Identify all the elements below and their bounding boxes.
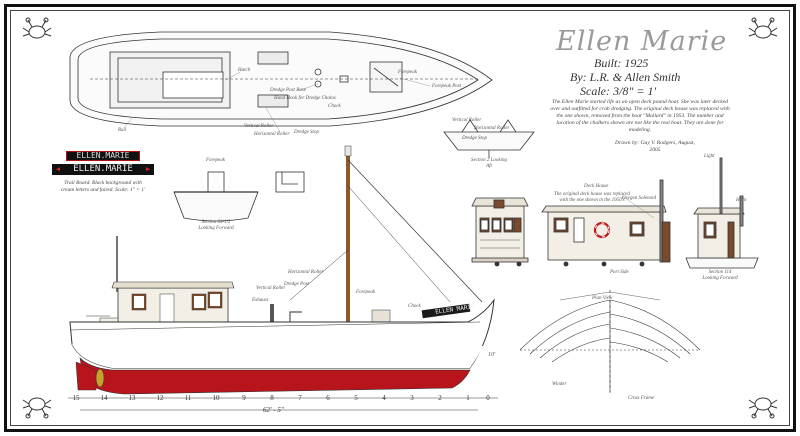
label-section-114: Section 114 Looking Forward — [702, 270, 738, 281]
label-vertical-roller-2: Vertical Roller — [452, 118, 482, 123]
plan-view — [69, 31, 493, 127]
station-label: 4 — [382, 394, 386, 402]
station-label: 3 — [410, 394, 414, 402]
label-horizontal-roller: Horizontal Roller — [254, 132, 290, 137]
crab-ornament-icon — [746, 388, 780, 422]
label-horn: Horn — [736, 198, 747, 203]
station-label: 15 — [72, 394, 80, 402]
draft-label: 10' — [488, 352, 496, 358]
profile-view — [69, 145, 495, 395]
label-dredge-stop-2: Dredge Stop — [462, 136, 487, 141]
built-date: Built: 1925 — [594, 56, 649, 70]
label-section-2: Section 2 Looking Aft — [470, 158, 508, 169]
station-label: 10 — [212, 394, 220, 402]
body-plan-view — [519, 290, 701, 395]
inner-border — [10, 10, 790, 426]
deck-house-side — [541, 179, 671, 267]
label-dredge-post: Dredge Post — [284, 282, 309, 287]
label-deck-house: Deck House — [584, 184, 609, 189]
plan-title: Ellen Marie — [556, 26, 728, 57]
station-numbers: 15 14 13 12 11 10 9 8 7 6 5 4 3 2 1 0 — [68, 394, 498, 414]
overall-length: 62' - 5" — [263, 406, 284, 414]
station-label: 7 — [298, 394, 302, 402]
label-hand-hook: Hand Hook for Dredge Chains — [274, 96, 336, 101]
label-horizontal-roller-3: Horizontal Roller — [288, 270, 324, 275]
section-2-view — [443, 119, 535, 158]
drawn-by: Drawn by: Guy V. Rodgers, August, 2005 — [615, 140, 695, 153]
station-label: 0 — [486, 394, 490, 402]
station-label: 8 — [270, 394, 274, 402]
label-forepeak-post: Forepeak Post — [432, 84, 462, 89]
section-64-view — [173, 171, 305, 222]
crab-ornament-icon — [20, 14, 54, 48]
chevron-right-icon: ▶ — [145, 165, 151, 173]
name-board-small: ELLEN.MARIE — [66, 151, 140, 161]
label-section-64: Section 64-1/2 Looking Forward — [198, 220, 234, 231]
label-dredge-post-base: Dredge Post Base — [270, 88, 306, 93]
label-port-side: Port Side — [610, 270, 629, 275]
label-hatch: Hatch — [238, 68, 251, 73]
label-forepeak-section: Forepeak — [206, 158, 225, 163]
drawing-scale: Scale: 3/8" = 1' — [580, 84, 657, 98]
crab-ornament-icon — [746, 14, 780, 48]
label-cross-frame: Cross Frame — [628, 396, 655, 401]
label-dredge-stop: Dredge Stop — [294, 130, 319, 135]
label-horizontal-roller-2: Horizontal Roller — [474, 126, 510, 131]
builders: By: L.R. & Allen Smith — [570, 70, 681, 84]
station-label: 2 — [438, 394, 442, 402]
chevron-left-icon: ◀ — [55, 165, 61, 173]
label-vertical-roller: Vertical Roller — [244, 124, 274, 129]
deck-house-front — [471, 197, 529, 267]
station-label: 14 — [100, 394, 108, 402]
station-label: 1 — [466, 394, 470, 402]
label-chock-2: Chock — [408, 304, 421, 309]
label-forepeak: Forepeak — [398, 70, 417, 75]
station-label: 11 — [184, 394, 192, 402]
station-label: 9 — [242, 394, 246, 402]
name-board-text: ELLEN.MARIE — [73, 164, 133, 174]
label-plan-view: Plan View — [592, 296, 613, 301]
station-scale — [68, 397, 498, 411]
crab-ornament-icon — [20, 388, 54, 422]
label-chock: Chock — [328, 104, 341, 109]
section-114-view — [685, 157, 759, 269]
label-oxygen-solenoid: Oxygen Solenoid — [622, 196, 657, 201]
label-vertical-roller-3: Vertical Roller — [256, 286, 286, 291]
label-light: Light — [704, 154, 715, 159]
name-board-large: ◀ ELLEN.MARIE ▶ — [52, 164, 154, 175]
label-exhaust: Exhaust — [252, 298, 269, 303]
station-label: 12 — [156, 394, 164, 402]
station-label: 5 — [354, 394, 358, 402]
name-board-note: Trail Board. Black background with cream… — [60, 180, 146, 193]
history-description: The Ellen Marie started life as an open … — [550, 99, 730, 133]
label-forepeak-profile: Forepeak — [356, 290, 375, 295]
label-winder: Winder — [552, 382, 567, 387]
label-rail: Rail — [118, 128, 127, 133]
station-label: 13 — [128, 394, 136, 402]
station-label: 6 — [326, 394, 330, 402]
outer-border — [4, 4, 796, 432]
label-deck-house-note: The original deck house was replaced wit… — [554, 192, 630, 203]
